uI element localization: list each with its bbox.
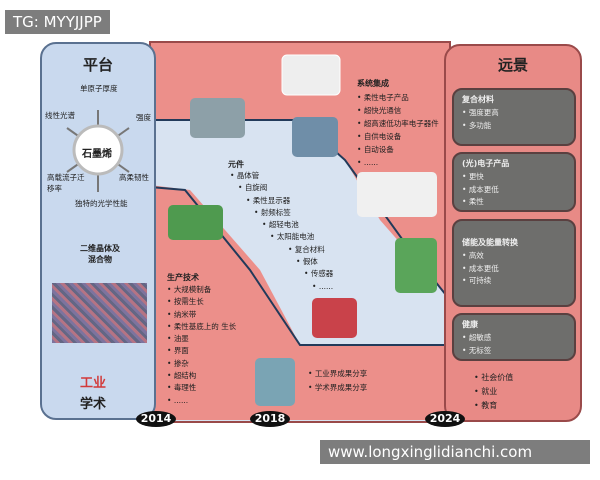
list-item: 掺杂 <box>167 358 236 370</box>
photo-phone <box>395 238 437 293</box>
property-label: 高柔韧性 <box>119 173 149 182</box>
list-item: 超敏感 <box>462 332 566 345</box>
photo-aircraft <box>357 172 437 217</box>
graphene-label: 石墨烯 <box>82 149 112 160</box>
vision-box-title: 健康 <box>462 320 478 329</box>
integration-list: 柔性电子产品 超快光通信 超高速低功率电子器件 自供电设备 自动设备 .....… <box>357 91 439 169</box>
vision-box-health: 健康 超敏感无标签 <box>452 313 576 361</box>
list-item: 自动设备 <box>357 143 439 156</box>
list-item: 无标签 <box>462 345 566 358</box>
year-2018: 2018 <box>250 411 290 427</box>
crystal-image <box>52 283 147 343</box>
vision-box-energy: 储能及能量转换 高效成本更低可持续 <box>452 219 576 307</box>
property-label: 高载流子迁移率 <box>47 173 85 193</box>
list-item: 按需生长 <box>167 296 236 308</box>
list-item: 自供电设备 <box>357 130 439 143</box>
property-label: 单原子厚度 <box>80 84 118 93</box>
list-item: 超结构 <box>167 370 236 382</box>
list-item: 射频标签 <box>254 207 333 219</box>
photo-material <box>190 98 245 138</box>
vision-title: 远景 <box>497 56 528 74</box>
property-label: 独特的光学性能 <box>75 199 128 208</box>
list-item: 多功能 <box>462 120 566 133</box>
list-item: 假体 <box>296 256 333 268</box>
list-item: 更快 <box>462 171 566 184</box>
photo-circuit <box>168 205 223 240</box>
list-item: ...... <box>312 281 333 293</box>
list-item: 太阳能电池 <box>270 231 333 243</box>
list-item: 柔性电子产品 <box>357 91 439 104</box>
property-label: 线性光谱 <box>45 111 75 120</box>
photo-device <box>281 54 341 96</box>
production-list: 大规模制备 按需生长 纳米带 柔性基底上的 生长 油墨 界面 掺杂 超结构 毒理… <box>167 284 236 407</box>
list-item: 界面 <box>167 345 236 357</box>
list-item: 晶体管 <box>230 170 333 182</box>
production-title: 生产技术 <box>167 273 199 282</box>
list-item: 超轻电池 <box>262 219 333 231</box>
list-item: 高效 <box>462 250 566 263</box>
list-item: 柔性 <box>462 196 566 209</box>
industry-label: 工业 <box>80 376 107 391</box>
list-item: 可持续 <box>462 275 566 288</box>
list-item: 社会价值 <box>474 371 513 385</box>
list-item: 传感器 <box>304 268 334 280</box>
platform-panel: 平台 <box>40 42 156 420</box>
list-item: 柔性显示器 <box>246 195 333 207</box>
sharing-list: 工业界成果分享 学术界成果分享 <box>308 367 368 395</box>
vision-box-title: 储能及能量转换 <box>462 238 518 247</box>
social-list: 社会价值 就业 教育 <box>474 371 513 413</box>
list-item: ...... <box>357 156 439 169</box>
vision-box-title: 复合材料 <box>462 95 494 104</box>
components-list: 晶体管 自旋阀 柔性显示器 射频标签 超轻电池 太阳能电池 复合材料 假体 传感… <box>230 170 334 293</box>
graphene-molecule-icon <box>66 110 130 192</box>
watermark-top: TG: MYYJJPP <box>5 10 110 34</box>
photo-wafer <box>292 117 338 157</box>
year-2024: 2024 <box>425 411 465 427</box>
list-item: 自旋阀 <box>238 182 333 194</box>
photo-fiber <box>312 298 357 338</box>
list-item: 超高速低功率电子器件 <box>357 117 439 130</box>
list-item: 超快光通信 <box>357 104 439 117</box>
list-item: 柔性基底上的 生长 <box>167 321 236 333</box>
list-item: 油墨 <box>167 333 236 345</box>
timeline-line-lower <box>149 186 450 346</box>
property-label: 强度 <box>136 113 151 122</box>
list-item: 成本更低 <box>462 263 566 276</box>
list-item: 复合材料 <box>288 244 333 256</box>
year-2014: 2014 <box>136 411 176 427</box>
list-item: 纳米带 <box>167 309 236 321</box>
components-title: 元件 <box>228 160 244 169</box>
platform-title: 平台 <box>82 56 113 74</box>
vision-panel: 远景 复合材料 强度更高多功能 (光)电子产品 更快成本更低柔性 储能及能量转换… <box>444 44 582 422</box>
list-item: 大规模制备 <box>167 284 236 296</box>
academia-label: 学术 <box>80 397 107 412</box>
list-item: 就业 <box>474 385 513 399</box>
list-item: 毒理性 <box>167 382 236 394</box>
photo-film <box>255 358 295 406</box>
list-item: 强度更高 <box>462 107 566 120</box>
list-item: ...... <box>167 395 236 407</box>
list-item: 成本更低 <box>462 184 566 197</box>
integration-title: 系统集成 <box>357 79 389 88</box>
vision-box-electronics: (光)电子产品 更快成本更低柔性 <box>452 152 576 212</box>
list-item: 教育 <box>474 399 513 413</box>
watermark-bottom: www.longxinglidianchi.com <box>320 440 590 464</box>
list-item: 学术界成果分享 <box>308 381 368 395</box>
platform-subtitle: 二维晶体及混合物 <box>80 244 120 264</box>
list-item: 工业界成果分享 <box>308 367 368 381</box>
vision-box-composites: 复合材料 强度更高多功能 <box>452 88 576 146</box>
vision-box-title: (光)电子产品 <box>462 159 510 168</box>
